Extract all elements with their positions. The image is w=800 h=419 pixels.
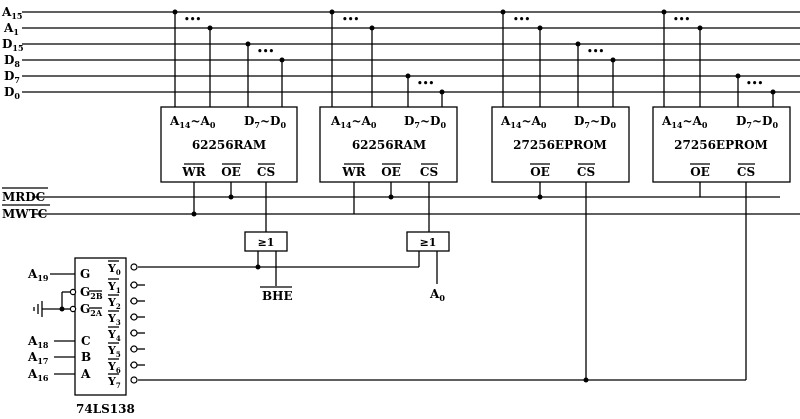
pin-y3: Y3 bbox=[107, 312, 121, 327]
pin-y1: Y1 bbox=[107, 280, 121, 295]
chip-address-pins: A14~A0 bbox=[500, 114, 547, 130]
ellipsis-icon: ••• bbox=[673, 15, 690, 25]
pin-oe: OE bbox=[381, 165, 401, 179]
ellipsis-icon: ••• bbox=[342, 15, 359, 25]
chip-body bbox=[160, 106, 298, 183]
chip-data-pins: D7~D0 bbox=[244, 114, 286, 130]
inversion-bubble bbox=[130, 361, 138, 369]
output-labels: BHE A0 bbox=[260, 286, 445, 303]
bus-label-d0: D0 bbox=[4, 85, 20, 101]
input-a16: A16 bbox=[27, 367, 49, 383]
pin-g: G bbox=[80, 267, 90, 281]
pin-y0: Y0 bbox=[107, 262, 121, 277]
pin-y4: Y4 bbox=[107, 328, 121, 343]
chip-62256ram-1: A14~A0 D7~D0 62256RAM WR OE CS bbox=[160, 106, 298, 183]
input-a17: A17 bbox=[27, 350, 48, 366]
inversion-bubble bbox=[130, 313, 138, 321]
inversion-bubble bbox=[130, 329, 138, 337]
inversion-bubble bbox=[69, 288, 77, 296]
or-gate-1: ≥1 bbox=[244, 231, 288, 286]
pin-c: C bbox=[81, 334, 91, 348]
or-gate-2: ≥1 bbox=[406, 231, 450, 284]
pin-y2: Y2 bbox=[107, 296, 121, 311]
mwtc-label: MWTC bbox=[2, 207, 47, 221]
inversion-bubble bbox=[130, 263, 138, 271]
mrdc-label: MRDC bbox=[2, 190, 45, 204]
bus-lines bbox=[22, 11, 800, 215]
chip-body bbox=[652, 106, 791, 183]
ground-icon bbox=[33, 301, 43, 317]
bhe-label: BHE bbox=[262, 289, 293, 303]
pin-a: A bbox=[80, 367, 91, 381]
pin-b: B bbox=[81, 350, 91, 364]
bus-label-a1: A1 bbox=[3, 21, 19, 37]
chip-address-pins: A14~A0 bbox=[330, 114, 377, 130]
ellipsis-icon: ••• bbox=[587, 47, 604, 57]
bus-label-d15: D15 bbox=[2, 37, 24, 53]
gate-body bbox=[406, 231, 450, 252]
chip-name: 27256EPROM bbox=[513, 138, 607, 152]
inversion-bubble bbox=[69, 305, 77, 313]
bus-ellipses: ••• ••• ••• ••• ••• ••• ••• ••• bbox=[184, 15, 763, 89]
pin-g2b: G2B bbox=[80, 285, 103, 301]
pin-oe: OE bbox=[221, 165, 241, 179]
gate-symbol: ≥1 bbox=[420, 236, 437, 249]
inversion-bubble bbox=[130, 297, 138, 305]
pin-y7: Y7 bbox=[107, 375, 121, 390]
chip-27256eprom-2: A14~A0 D7~D0 27256EPROM OE CS bbox=[652, 106, 791, 183]
bus-label-d7: D7 bbox=[4, 69, 20, 85]
pin-cs: CS bbox=[257, 165, 275, 179]
gate-body bbox=[244, 231, 288, 252]
input-a18: A18 bbox=[27, 334, 49, 350]
bus-labels: A15 A1 D15 D8 D7 D0 bbox=[1, 5, 24, 101]
control-labels: MRDC MWTC bbox=[2, 187, 50, 221]
pin-cs: CS bbox=[577, 165, 595, 179]
decoder-name: 74LS138 bbox=[76, 402, 135, 416]
bus-label-d8: D8 bbox=[4, 53, 20, 69]
inversion-bubble bbox=[130, 281, 138, 289]
chip-address-pins: A14~A0 bbox=[661, 114, 708, 130]
pin-cs: CS bbox=[420, 165, 438, 179]
ellipsis-icon: ••• bbox=[746, 79, 763, 89]
pin-wr: WR bbox=[181, 165, 206, 179]
pin-oe: OE bbox=[530, 165, 550, 179]
chip-name: 27256EPROM bbox=[674, 138, 768, 152]
junction-dots bbox=[59, 9, 776, 383]
chip-body bbox=[491, 106, 630, 183]
pin-cs: CS bbox=[737, 165, 755, 179]
chip-address-pins: A14~A0 bbox=[169, 114, 216, 130]
input-a19: A19 bbox=[27, 267, 49, 283]
ellipsis-icon: ••• bbox=[257, 47, 274, 57]
bus-label-a15: A15 bbox=[1, 5, 22, 21]
pin-g2a: G2A bbox=[80, 302, 103, 318]
pin-y6: Y6 bbox=[107, 360, 121, 375]
ellipsis-icon: ••• bbox=[513, 15, 530, 25]
decoder-input-labels: A19 A18 A17 A16 bbox=[27, 267, 49, 383]
chip-data-pins: D7~D0 bbox=[736, 114, 778, 130]
control-wiring bbox=[193, 182, 747, 380]
chip-27256eprom-1: A14~A0 D7~D0 27256EPROM OE CS bbox=[491, 106, 630, 183]
inversion-bubble bbox=[130, 376, 138, 384]
chip-data-pins: D7~D0 bbox=[574, 114, 616, 130]
decoder-output-wiring bbox=[130, 266, 746, 381]
ellipsis-icon: ••• bbox=[417, 79, 434, 89]
chip-62256ram-2: A14~A0 D7~D0 62256RAM WR OE CS bbox=[319, 106, 458, 183]
decoder-74ls138: G G2B G2A C B A Y0 Y1 Y2 Y3 Y4 Y5 Y6 bbox=[33, 257, 138, 416]
pin-y5: Y5 bbox=[107, 344, 121, 359]
chip-body bbox=[319, 106, 458, 183]
a0-label: A0 bbox=[429, 287, 445, 303]
chip-data-pins: D7~D0 bbox=[404, 114, 446, 130]
chip-name: 62256RAM bbox=[192, 138, 266, 152]
bus-taps bbox=[174, 12, 774, 107]
gate-symbol: ≥1 bbox=[258, 236, 275, 249]
pin-wr: WR bbox=[341, 165, 366, 179]
inversion-bubble bbox=[130, 345, 138, 353]
chip-name: 62256RAM bbox=[352, 138, 426, 152]
ellipsis-icon: ••• bbox=[184, 15, 201, 25]
pin-oe: OE bbox=[690, 165, 710, 179]
